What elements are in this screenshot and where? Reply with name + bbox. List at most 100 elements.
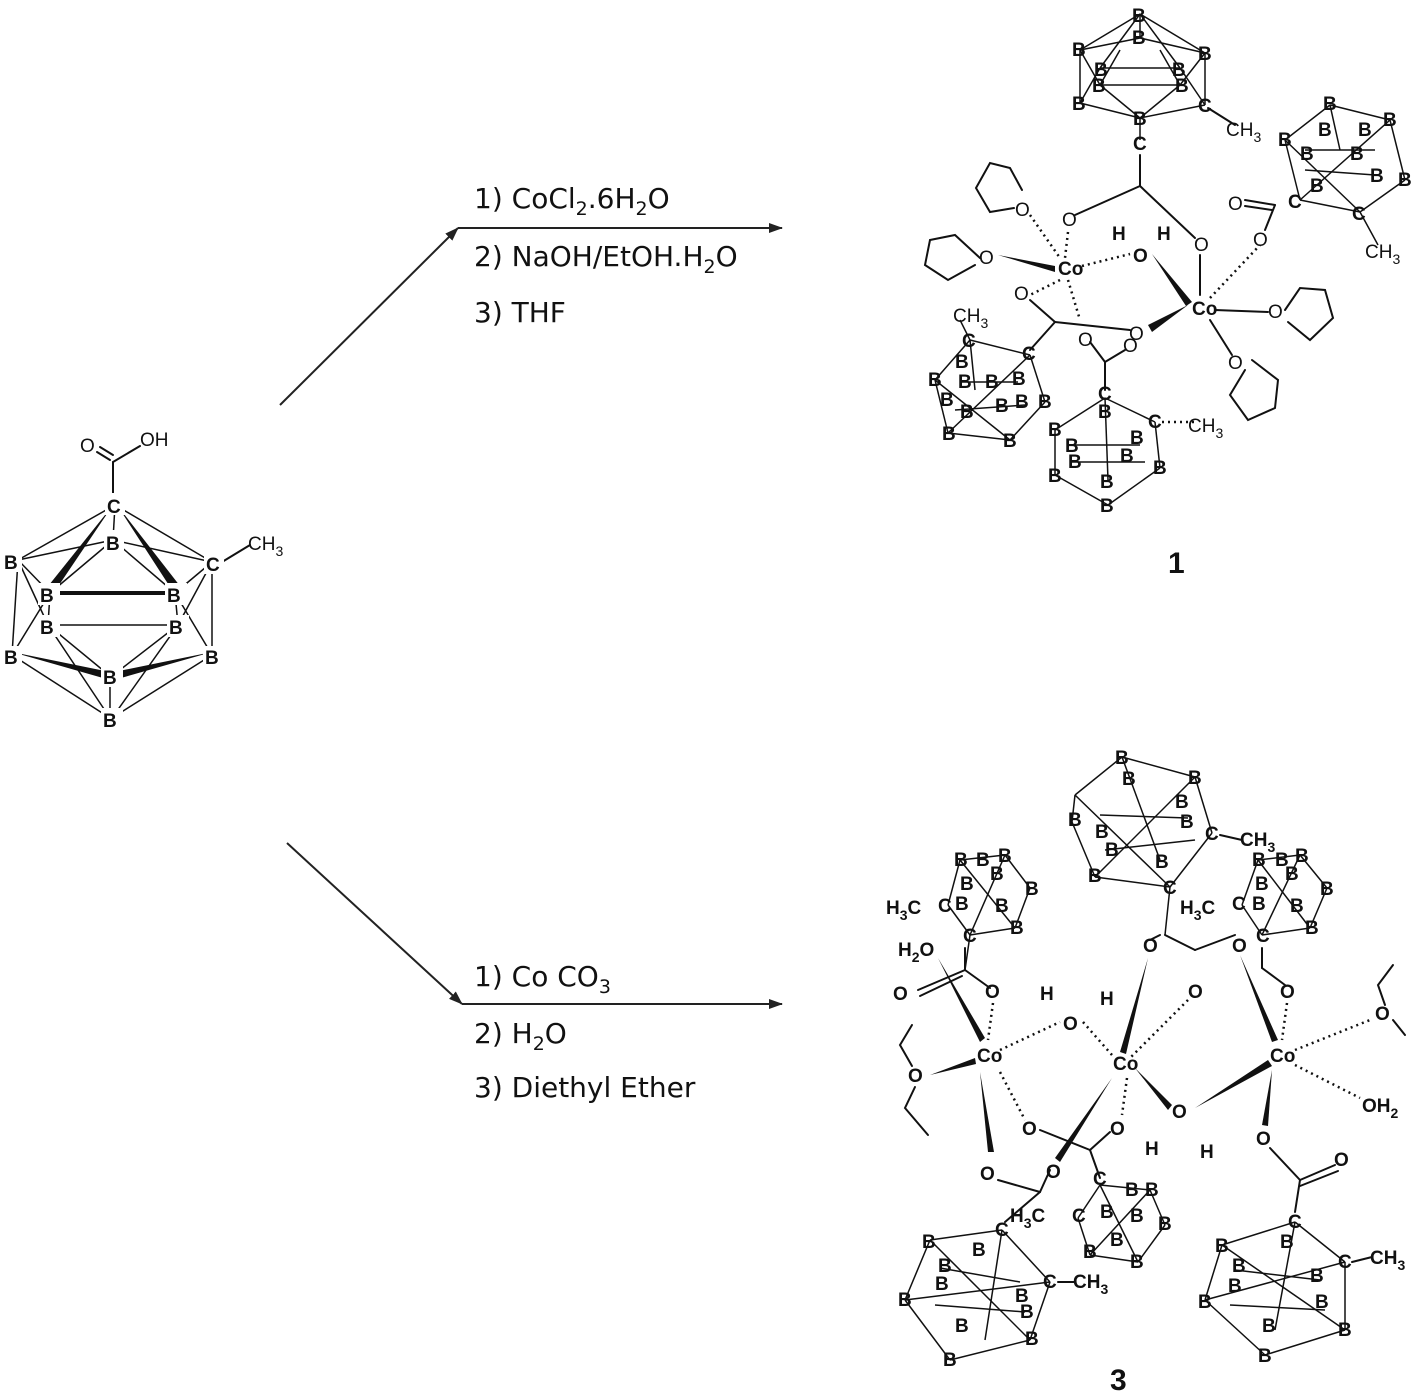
atom-hydrogen: H — [1040, 984, 1054, 1005]
atom-boron: B — [1025, 1329, 1039, 1350]
atom-carbon: C — [107, 497, 121, 518]
atom-hydrogen: H — [1100, 989, 1114, 1010]
atom-boron: B — [1350, 144, 1364, 165]
carboxyl-hydroxyl: OH — [140, 430, 169, 451]
atom-boron: B — [1175, 76, 1189, 97]
carboxyl-oxygen: O — [80, 436, 95, 457]
thf-ligand: O — [1228, 353, 1280, 422]
atom-oxygen: O — [979, 248, 994, 269]
atom-boron: B — [1100, 496, 1114, 517]
atom-boron: B — [1068, 452, 1082, 473]
atom-boron: B — [1094, 60, 1108, 81]
atom-boron: B — [1100, 472, 1114, 493]
atom-boron: B — [1370, 166, 1384, 187]
atom-carbon: C — [995, 1220, 1009, 1241]
atom-boron: B — [1295, 846, 1309, 867]
atom-boron: B — [1015, 392, 1029, 413]
atom-boron: B — [1320, 879, 1334, 900]
atom-hydrogen: H — [1157, 224, 1171, 245]
atom-boron: B — [1383, 110, 1397, 131]
condition-step-3: 3) THF — [474, 296, 566, 329]
atom-boron: B — [1010, 918, 1024, 939]
atom-carbon: C — [1022, 344, 1036, 365]
atom-carbon: C — [1288, 1212, 1302, 1233]
atom-carbon: C — [962, 331, 976, 352]
atom-boron: B — [1132, 6, 1146, 27]
methyl-group: H3C — [886, 898, 922, 923]
atom-hydrogen: H — [1112, 224, 1126, 245]
atom-carbon: C — [938, 896, 952, 917]
condition-step-3: 3) Diethyl Ether — [474, 1071, 696, 1104]
cobalt-center: Co — [1113, 1054, 1138, 1075]
atom-boron: B — [1012, 369, 1026, 390]
atom-boron: B — [943, 1350, 957, 1371]
condition-step-1: 1) Co CO3 — [474, 960, 611, 998]
methyl-group: CH3 — [1188, 416, 1223, 441]
atom-boron: B — [1072, 40, 1086, 61]
atom-boron: B — [1172, 60, 1186, 81]
atom-oxygen: O — [1194, 235, 1209, 256]
atom-boron: B — [990, 864, 1004, 885]
atom-boron: B — [1155, 852, 1169, 873]
atom-carbon: C — [1043, 1272, 1057, 1293]
carborane-cage — [1079, 13, 1236, 140]
atom-boron: B — [1125, 1180, 1139, 1201]
atom-boron: B — [1038, 392, 1052, 413]
carborane-cage — [1284, 104, 1406, 246]
atom-boron: B — [955, 894, 969, 915]
atom-oxygen: O — [985, 982, 1000, 1003]
atom-carbon: C — [1205, 824, 1219, 845]
carborane-cage — [1071, 756, 1243, 936]
atom-carbon: C — [1232, 894, 1246, 915]
methyl-group: CH3 — [248, 534, 283, 559]
atom-oxygen: O — [1253, 230, 1268, 251]
atom-boron: B — [1068, 810, 1082, 831]
atom-boron: B — [205, 648, 219, 669]
atom-boron: B — [1025, 879, 1039, 900]
atom-carbon: C — [1133, 134, 1147, 155]
atom-boron: B — [1198, 44, 1212, 65]
atom-boron: B — [1083, 1242, 1097, 1263]
atom-hydrogen: H — [1200, 1142, 1214, 1163]
atom-oxygen: O — [1046, 1162, 1061, 1183]
atom-oxygen: O — [1014, 284, 1029, 305]
atom-boron: B — [1153, 458, 1167, 479]
atom-boron: B — [1310, 176, 1324, 197]
methyl-group: CH3 — [1073, 1272, 1108, 1297]
atom-oxygen: O — [1015, 200, 1030, 221]
atom-boron: B — [167, 586, 181, 607]
atom-oxygen: O — [1256, 1129, 1271, 1150]
atom-boron: B — [1318, 120, 1332, 141]
atom-boron: B — [1255, 874, 1269, 895]
atom-boron: B — [928, 370, 942, 391]
cobalt-center: Co — [1192, 299, 1217, 320]
atom-boron: B — [976, 850, 990, 871]
atom-boron: B — [1065, 436, 1079, 457]
carborane-cage — [1241, 854, 1328, 936]
atom-carbon: C — [963, 926, 977, 947]
atom-oxygen: O — [1228, 194, 1243, 215]
methyl-group: CH3 — [953, 306, 988, 331]
atom-boron: B — [958, 372, 972, 393]
atom-boron: B — [940, 390, 954, 411]
atom-boron: B — [1098, 402, 1112, 423]
atom-boron: B — [1358, 120, 1372, 141]
atom-oxygen: O — [1062, 210, 1077, 231]
atom-boron: B — [1048, 466, 1062, 487]
atom-boron: B — [1278, 130, 1292, 151]
atom-oxygen: O — [1375, 1004, 1390, 1025]
product-3-structure: Co Co Co B B B B B B B B B B C — [886, 748, 1406, 1396]
carborane-cage — [947, 854, 1031, 971]
atom-boron: B — [40, 586, 54, 607]
atom-boron: B — [4, 648, 18, 669]
atom-carbon: C — [1098, 384, 1112, 405]
atom-boron: B — [955, 352, 969, 373]
atom-carbon: C — [1072, 1206, 1086, 1227]
atom-boron: B — [960, 874, 974, 895]
atom-oxygen: O — [1129, 324, 1144, 345]
thf-ligand: O — [1268, 286, 1335, 342]
atom-boron: B — [1105, 840, 1119, 861]
reactant-cage-atoms: C B B C B B B B B B B B — [2, 493, 224, 732]
atom-boron: B — [955, 1316, 969, 1337]
